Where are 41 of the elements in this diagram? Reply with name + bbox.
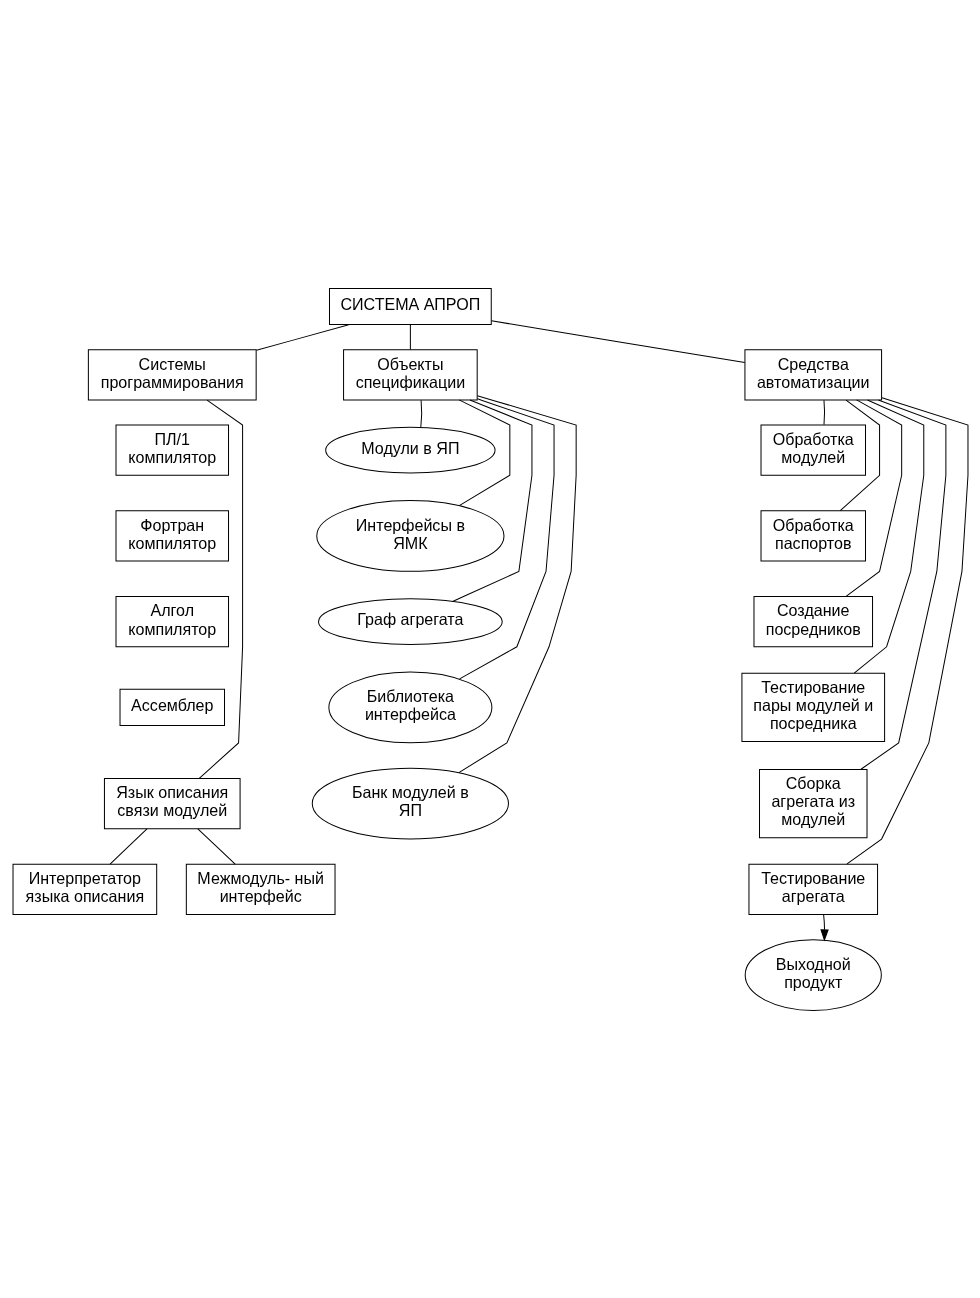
connector bbox=[451, 399, 532, 602]
node-ellipse: Граф агрегата bbox=[317, 597, 503, 645]
node-box: Средства автоматизации bbox=[743, 348, 882, 400]
node-box: СИСТЕМА АПРОП bbox=[328, 287, 492, 325]
connector bbox=[845, 399, 902, 597]
arrow bbox=[820, 913, 829, 940]
connector bbox=[839, 399, 880, 511]
node-box: Фортран компилятор bbox=[115, 509, 229, 561]
node-box: Объекты спецификации bbox=[342, 348, 478, 400]
node-ellipse: Модули в ЯП bbox=[324, 426, 496, 473]
node-ellipse: Библиотека интерфейса bbox=[327, 671, 492, 743]
connector bbox=[490, 319, 745, 363]
node-box: Обработка паспортов bbox=[760, 509, 866, 561]
connector bbox=[457, 394, 577, 773]
node-box: Язык описания связи модулей bbox=[103, 777, 241, 829]
connector bbox=[823, 399, 825, 425]
node-box: Обработка модулей bbox=[760, 424, 866, 476]
connector bbox=[846, 396, 968, 864]
connector bbox=[255, 323, 349, 351]
connector bbox=[198, 399, 243, 779]
node-box: Алгол компилятор bbox=[115, 595, 229, 647]
node-ellipse: Выходной продукт bbox=[744, 938, 882, 1011]
connector bbox=[853, 399, 924, 674]
connector bbox=[859, 399, 946, 770]
connector bbox=[196, 827, 236, 865]
node-box: Системы программирования bbox=[87, 348, 257, 400]
node-box: Сборка агрегата из модулей bbox=[758, 768, 867, 838]
node-box: Ассемблер bbox=[119, 688, 225, 726]
connector bbox=[458, 397, 555, 679]
connector bbox=[458, 399, 510, 506]
node-box: ПЛ/1 компилятор bbox=[115, 424, 229, 476]
connector bbox=[409, 323, 411, 350]
node-box: Тестирование пары модулей и посредника bbox=[740, 672, 885, 742]
connector bbox=[419, 399, 422, 428]
node-box: Межмодуль- ный интерфейс bbox=[185, 863, 335, 915]
node-box: Интерпретатор языка описания bbox=[12, 863, 157, 915]
node-box: Тестирование агрегата bbox=[747, 863, 878, 915]
connector bbox=[109, 827, 147, 865]
node-ellipse: Банк модулей в ЯП bbox=[311, 767, 509, 839]
node-box: Создание посредников bbox=[753, 595, 873, 647]
node-ellipse: Интерфейсы в ЯМК bbox=[315, 499, 504, 572]
